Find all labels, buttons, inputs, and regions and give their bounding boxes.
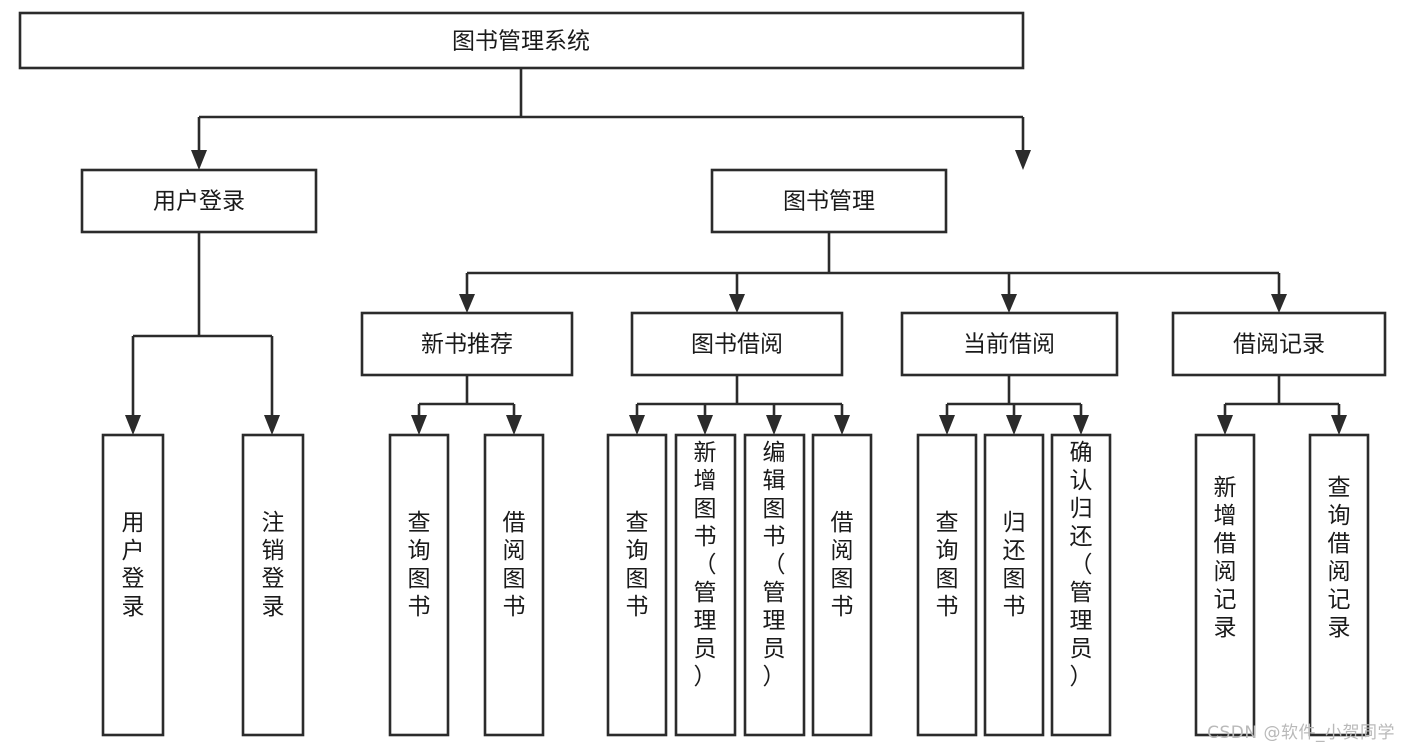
connector-record-to-leaves [1217, 375, 1347, 435]
leaf-nb-borrow-book[interactable]: 借阅图书 [483, 433, 545, 737]
leaf-nb-query-book[interactable]: 查询图书 [388, 433, 450, 737]
leaf-bb-query-book-label: 查询图书 [626, 510, 649, 620]
leaf-cb-confirm-return[interactable]: 确认归还（管理员） [1050, 433, 1112, 737]
node-new-book-recommend-label: 新书推荐 [421, 332, 513, 358]
leaf-cb-query-book-label: 查询图书 [936, 510, 959, 620]
connector-root-to-level2 [191, 68, 1031, 170]
leaf-user-logout-label: 注销登录 [262, 510, 285, 620]
node-book-borrow[interactable]: 图书借阅 [630, 311, 844, 377]
leaf-nb-query-book-label: 查询图书 [408, 510, 431, 620]
node-current-borrow[interactable]: 当前借阅 [900, 311, 1119, 377]
connector-new-book-to-leaves [411, 375, 522, 435]
leaf-br-query-record-label: 查询借阅记录 [1328, 475, 1351, 641]
leaf-cb-query-book[interactable]: 查询图书 [916, 433, 978, 737]
leaf-cb-return-book[interactable]: 归还图书 [983, 433, 1045, 737]
leaf-user-login-do-label: 用户登录 [122, 510, 145, 620]
node-root[interactable]: 图书管理系统 [18, 11, 1025, 70]
leaf-bb-edit-book[interactable]: 编辑图书（管理员） [743, 433, 806, 737]
node-new-book-recommend[interactable]: 新书推荐 [360, 311, 574, 377]
leaf-bb-add-book-label: 新增图书（管理员） [694, 440, 717, 690]
node-borrow-record-label: 借阅记录 [1233, 332, 1325, 358]
node-root-label: 图书管理系统 [452, 29, 590, 55]
leaf-cb-confirm-return-label: 确认归还（管理员） [1070, 440, 1093, 690]
connector-borrow-to-leaves [629, 375, 850, 435]
leaf-br-add-record[interactable]: 新增借阅记录 [1194, 433, 1256, 737]
connector-user-login-to-leaves [125, 232, 280, 435]
leaf-bb-borrow-book-label: 借阅图书 [831, 510, 854, 620]
connector-current-to-leaves [939, 375, 1089, 435]
leaf-bb-add-book[interactable]: 新增图书（管理员） [674, 433, 737, 737]
node-book-borrow-label: 图书借阅 [691, 332, 783, 358]
node-user-login[interactable]: 用户登录 [80, 168, 318, 234]
leaf-bb-edit-book-label: 编辑图书（管理员） [763, 440, 786, 690]
leaf-br-query-record[interactable]: 查询借阅记录 [1308, 433, 1370, 737]
node-book-management[interactable]: 图书管理 [710, 168, 948, 234]
leaf-bb-query-book[interactable]: 查询图书 [606, 433, 668, 737]
leaf-nb-borrow-book-label: 借阅图书 [503, 510, 526, 620]
leaf-br-add-record-label: 新增借阅记录 [1214, 475, 1237, 641]
node-user-login-label: 用户登录 [153, 189, 245, 215]
leaf-user-logout[interactable]: 注销登录 [241, 433, 305, 737]
leaf-bb-borrow-book[interactable]: 借阅图书 [811, 433, 873, 737]
node-book-management-label: 图书管理 [783, 189, 875, 215]
connector-book-mgmt-to-level3 [459, 232, 1287, 313]
node-current-borrow-label: 当前借阅 [963, 332, 1055, 358]
node-borrow-record[interactable]: 借阅记录 [1171, 311, 1387, 377]
leaf-cb-return-book-label: 归还图书 [1003, 510, 1026, 620]
leaf-user-login-do[interactable]: 用户登录 [101, 433, 165, 737]
